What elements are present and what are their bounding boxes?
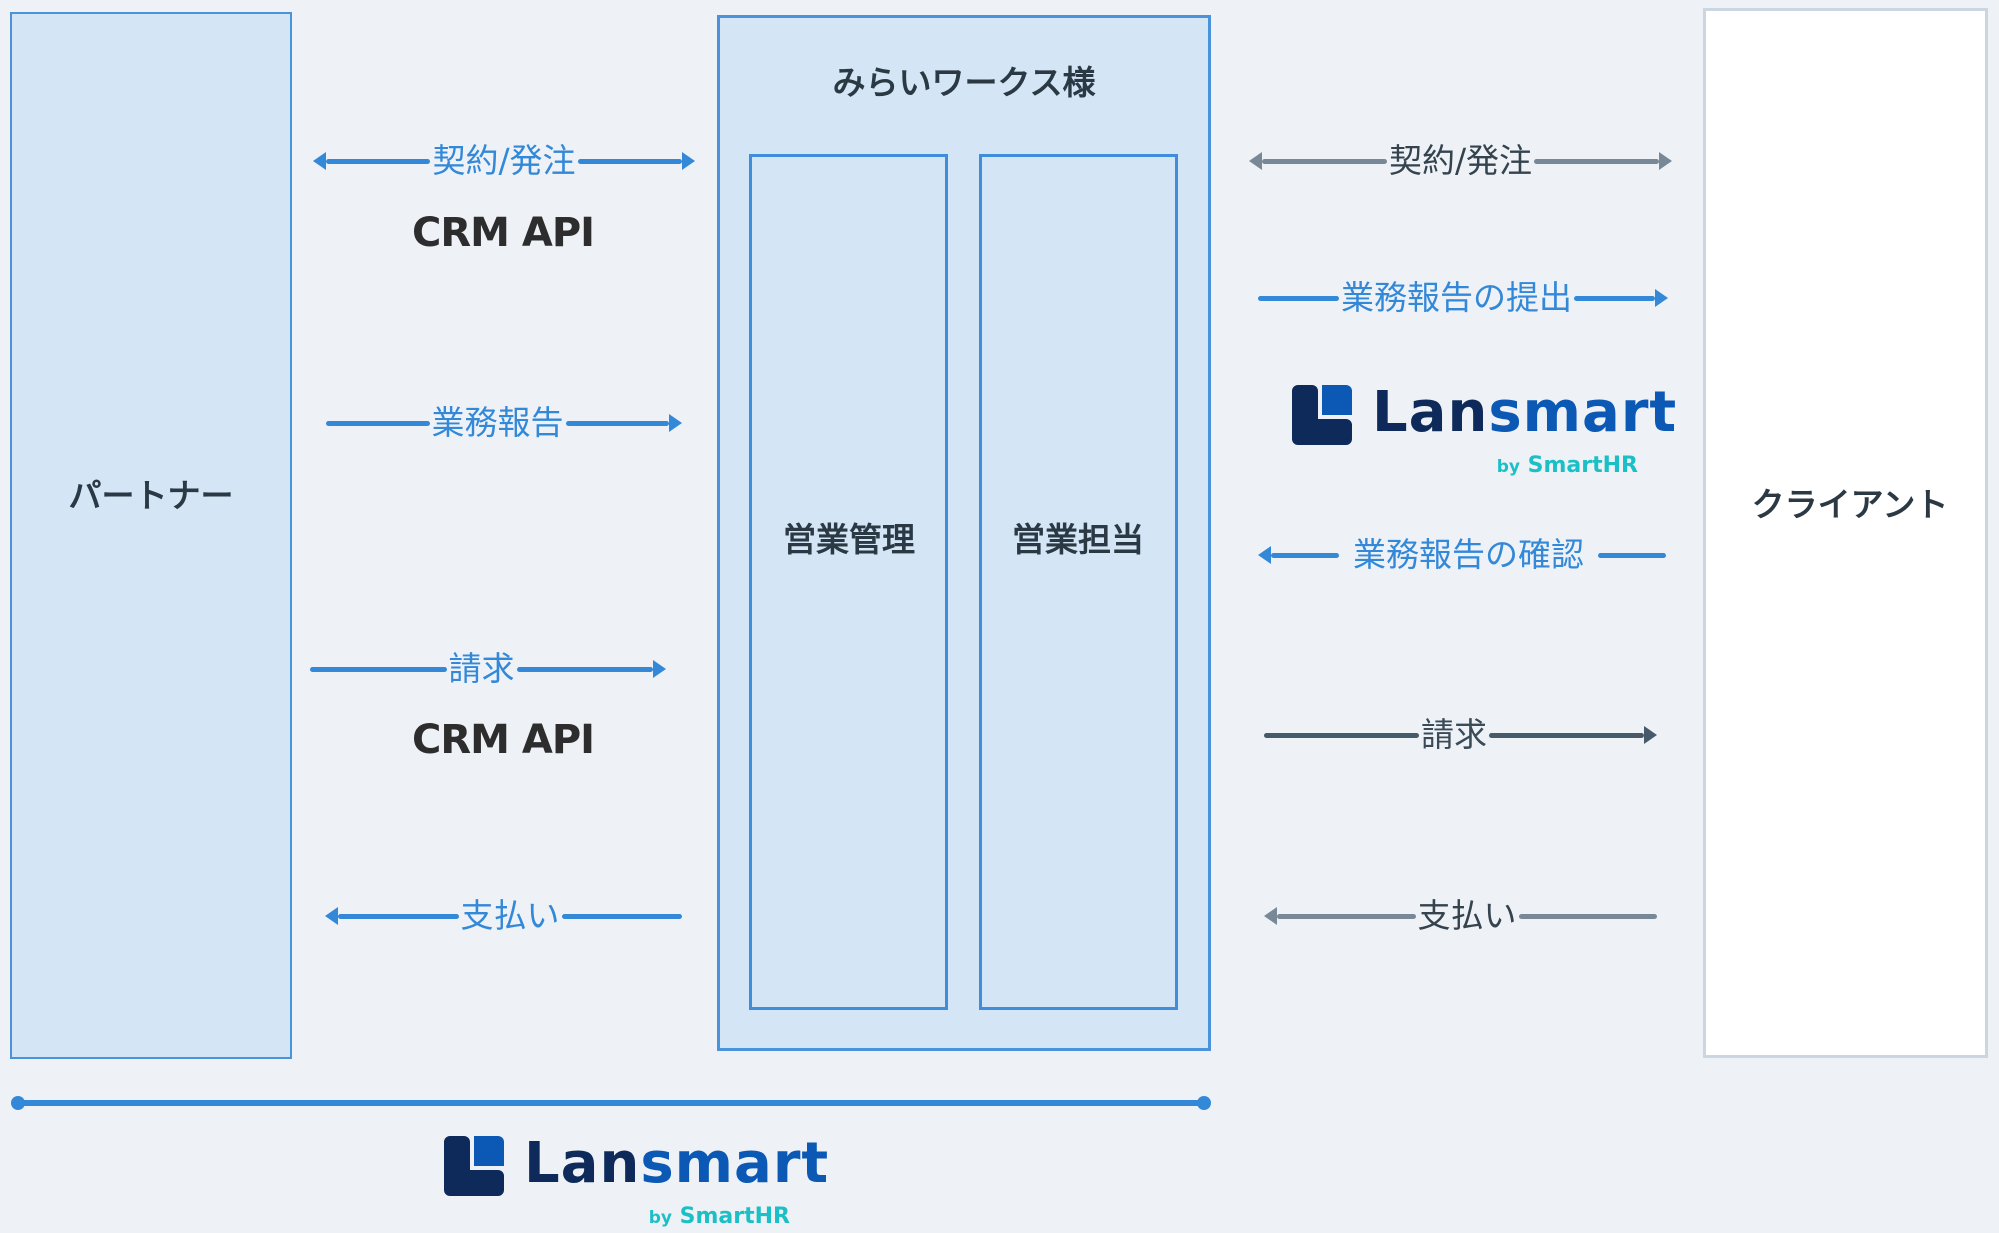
crm-api-label: CRM API bbox=[411, 210, 595, 256]
logo-text-part2: smart bbox=[640, 1131, 830, 1196]
arrow-line bbox=[1489, 732, 1644, 738]
sales-management-box bbox=[749, 154, 948, 1010]
arrow-line bbox=[577, 158, 682, 164]
logo-by: by bbox=[648, 1208, 672, 1228]
logo-wordmark: Lansmart bbox=[524, 1128, 829, 1200]
lansmart-logo: Lansmart by SmartHR bbox=[1292, 380, 1676, 478]
logo-byline: by SmartHR bbox=[649, 1204, 790, 1229]
logo-by-brand: SmartHR bbox=[679, 1204, 790, 1229]
scope-end-dot bbox=[1197, 1096, 1211, 1110]
arrowhead-left-icon bbox=[1249, 152, 1262, 170]
flow-label: 支払い bbox=[1417, 896, 1517, 935]
flow-payment-left: 支払い bbox=[325, 896, 682, 936]
flow-report-confirm: 業務報告の確認 bbox=[1258, 535, 1666, 575]
scope-start-dot bbox=[11, 1096, 25, 1110]
arrowhead-left-icon bbox=[313, 152, 326, 170]
arrow-line bbox=[326, 420, 430, 426]
company-label: みらいワークス様 bbox=[832, 63, 1096, 102]
arrowhead-left-icon bbox=[1258, 546, 1271, 564]
arrow-line bbox=[1271, 552, 1339, 558]
arrow-line bbox=[1534, 158, 1659, 164]
flow-label: 契約/発注 bbox=[1388, 141, 1533, 180]
flow-invoice-left: 請求 bbox=[310, 649, 666, 689]
flow-report-left: 業務報告 bbox=[326, 403, 682, 443]
arrow-line bbox=[310, 666, 447, 672]
arrowhead-right-icon bbox=[682, 152, 695, 170]
logo-byline: by SmartHR bbox=[1497, 453, 1638, 478]
client-label: クライアント bbox=[1751, 485, 1949, 524]
flow-label: 業務報告の確認 bbox=[1353, 535, 1584, 574]
arrow-line bbox=[565, 420, 669, 426]
flow-label: 請求 bbox=[448, 649, 515, 688]
partner-label: パートナー bbox=[68, 476, 234, 515]
flow-payment-right: 支払い bbox=[1264, 896, 1657, 936]
arrowhead-right-icon bbox=[1644, 726, 1657, 744]
flow-contract-right: 契約/発注 bbox=[1249, 141, 1672, 181]
arrow-line bbox=[1262, 158, 1387, 164]
arrow-line bbox=[1277, 913, 1416, 919]
flow-label: 業務報告の提出 bbox=[1341, 278, 1572, 317]
arrowhead-right-icon bbox=[653, 660, 666, 678]
flow-label: 業務報告 bbox=[431, 403, 564, 442]
flow-invoice-right: 請求 bbox=[1264, 715, 1657, 755]
flow-contract-left: 契約/発注 bbox=[313, 141, 695, 181]
client-box bbox=[1703, 8, 1988, 1058]
lansmart-scope-line bbox=[18, 1100, 1205, 1106]
arrowhead-right-icon bbox=[1655, 289, 1668, 307]
arrow-line bbox=[1518, 913, 1657, 919]
arrow-line bbox=[561, 913, 682, 919]
arrowhead-left-icon bbox=[325, 907, 338, 925]
crm-api-label: CRM API bbox=[411, 717, 595, 763]
lansmart-logo-bottom: Lansmart by SmartHR bbox=[444, 1131, 828, 1229]
arrowhead-right-icon bbox=[669, 414, 682, 432]
arrow-line bbox=[516, 666, 653, 672]
logo-text-part1: Lan bbox=[524, 1131, 641, 1196]
flow-label: 請求 bbox=[1421, 715, 1487, 754]
lansmart-icon bbox=[1292, 385, 1352, 445]
logo-text-part2: smart bbox=[1488, 380, 1678, 445]
lansmart-icon bbox=[444, 1136, 504, 1196]
sales-rep-label: 営業担当 bbox=[1012, 520, 1144, 559]
partner-box bbox=[10, 12, 292, 1059]
logo-by: by bbox=[1496, 457, 1520, 477]
arrow-line bbox=[1264, 732, 1419, 738]
arrowhead-right-icon bbox=[1659, 152, 1672, 170]
sales-rep-box bbox=[979, 154, 1178, 1010]
flow-report-submit: 業務報告の提出 bbox=[1258, 278, 1668, 318]
arrow-line bbox=[338, 913, 459, 919]
logo-by-brand: SmartHR bbox=[1527, 453, 1638, 478]
logo-wordmark: Lansmart bbox=[1372, 377, 1677, 449]
logo-text-part1: Lan bbox=[1372, 380, 1489, 445]
arrowhead-left-icon bbox=[1264, 907, 1277, 925]
flow-label: 支払い bbox=[460, 896, 560, 935]
arrow-line bbox=[1574, 295, 1655, 301]
sales-management-label: 営業管理 bbox=[783, 520, 915, 559]
arrow-line bbox=[326, 158, 431, 164]
arrow-line bbox=[1258, 295, 1339, 301]
arrow-line bbox=[1598, 552, 1666, 558]
flow-label: 契約/発注 bbox=[432, 141, 576, 180]
